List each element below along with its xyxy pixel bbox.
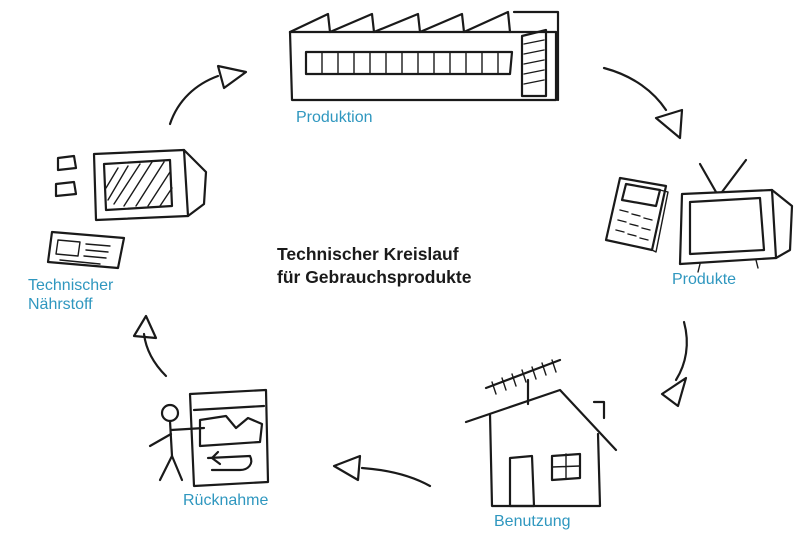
arrow-naehrstoff-to-produktion [168, 64, 248, 126]
factory-icon [288, 10, 560, 102]
diagram-title-line2: für Gebrauchsprodukte [277, 267, 472, 287]
circuit-board-icon [46, 230, 126, 270]
diagram-title-line1: Technischer Kreislauf [277, 244, 459, 264]
label-produkte: Produkte [672, 271, 737, 288]
arrow-ruecknahme-to-naehrstoff [132, 314, 168, 378]
label-produktion: Produktion [296, 109, 373, 126]
component-icon [54, 154, 78, 198]
calculator-icon [604, 176, 669, 253]
label-ruecknahme: Rücknahme [183, 492, 269, 509]
label-benutzung: Benutzung [494, 513, 571, 530]
recycling-bin-icon [188, 388, 270, 488]
tv-part-icon [92, 148, 208, 222]
diagram-title: Technischer Kreislauf für Gebrauchsprodu… [277, 243, 471, 289]
label-naehrstoff-line1: Technischer [28, 277, 114, 294]
house-icon [464, 358, 618, 508]
label-naehrstoff-line2: Nährstoff [28, 296, 93, 313]
television-icon [678, 158, 794, 273]
label-technischer-naehrstoff: Technischer Nährstoff [28, 276, 113, 314]
arrow-benutzung-to-ruecknahme [332, 454, 432, 488]
person-icon [148, 403, 206, 482]
arrow-produkte-to-benutzung [660, 320, 688, 408]
arrow-produktion-to-produkte [602, 66, 684, 140]
